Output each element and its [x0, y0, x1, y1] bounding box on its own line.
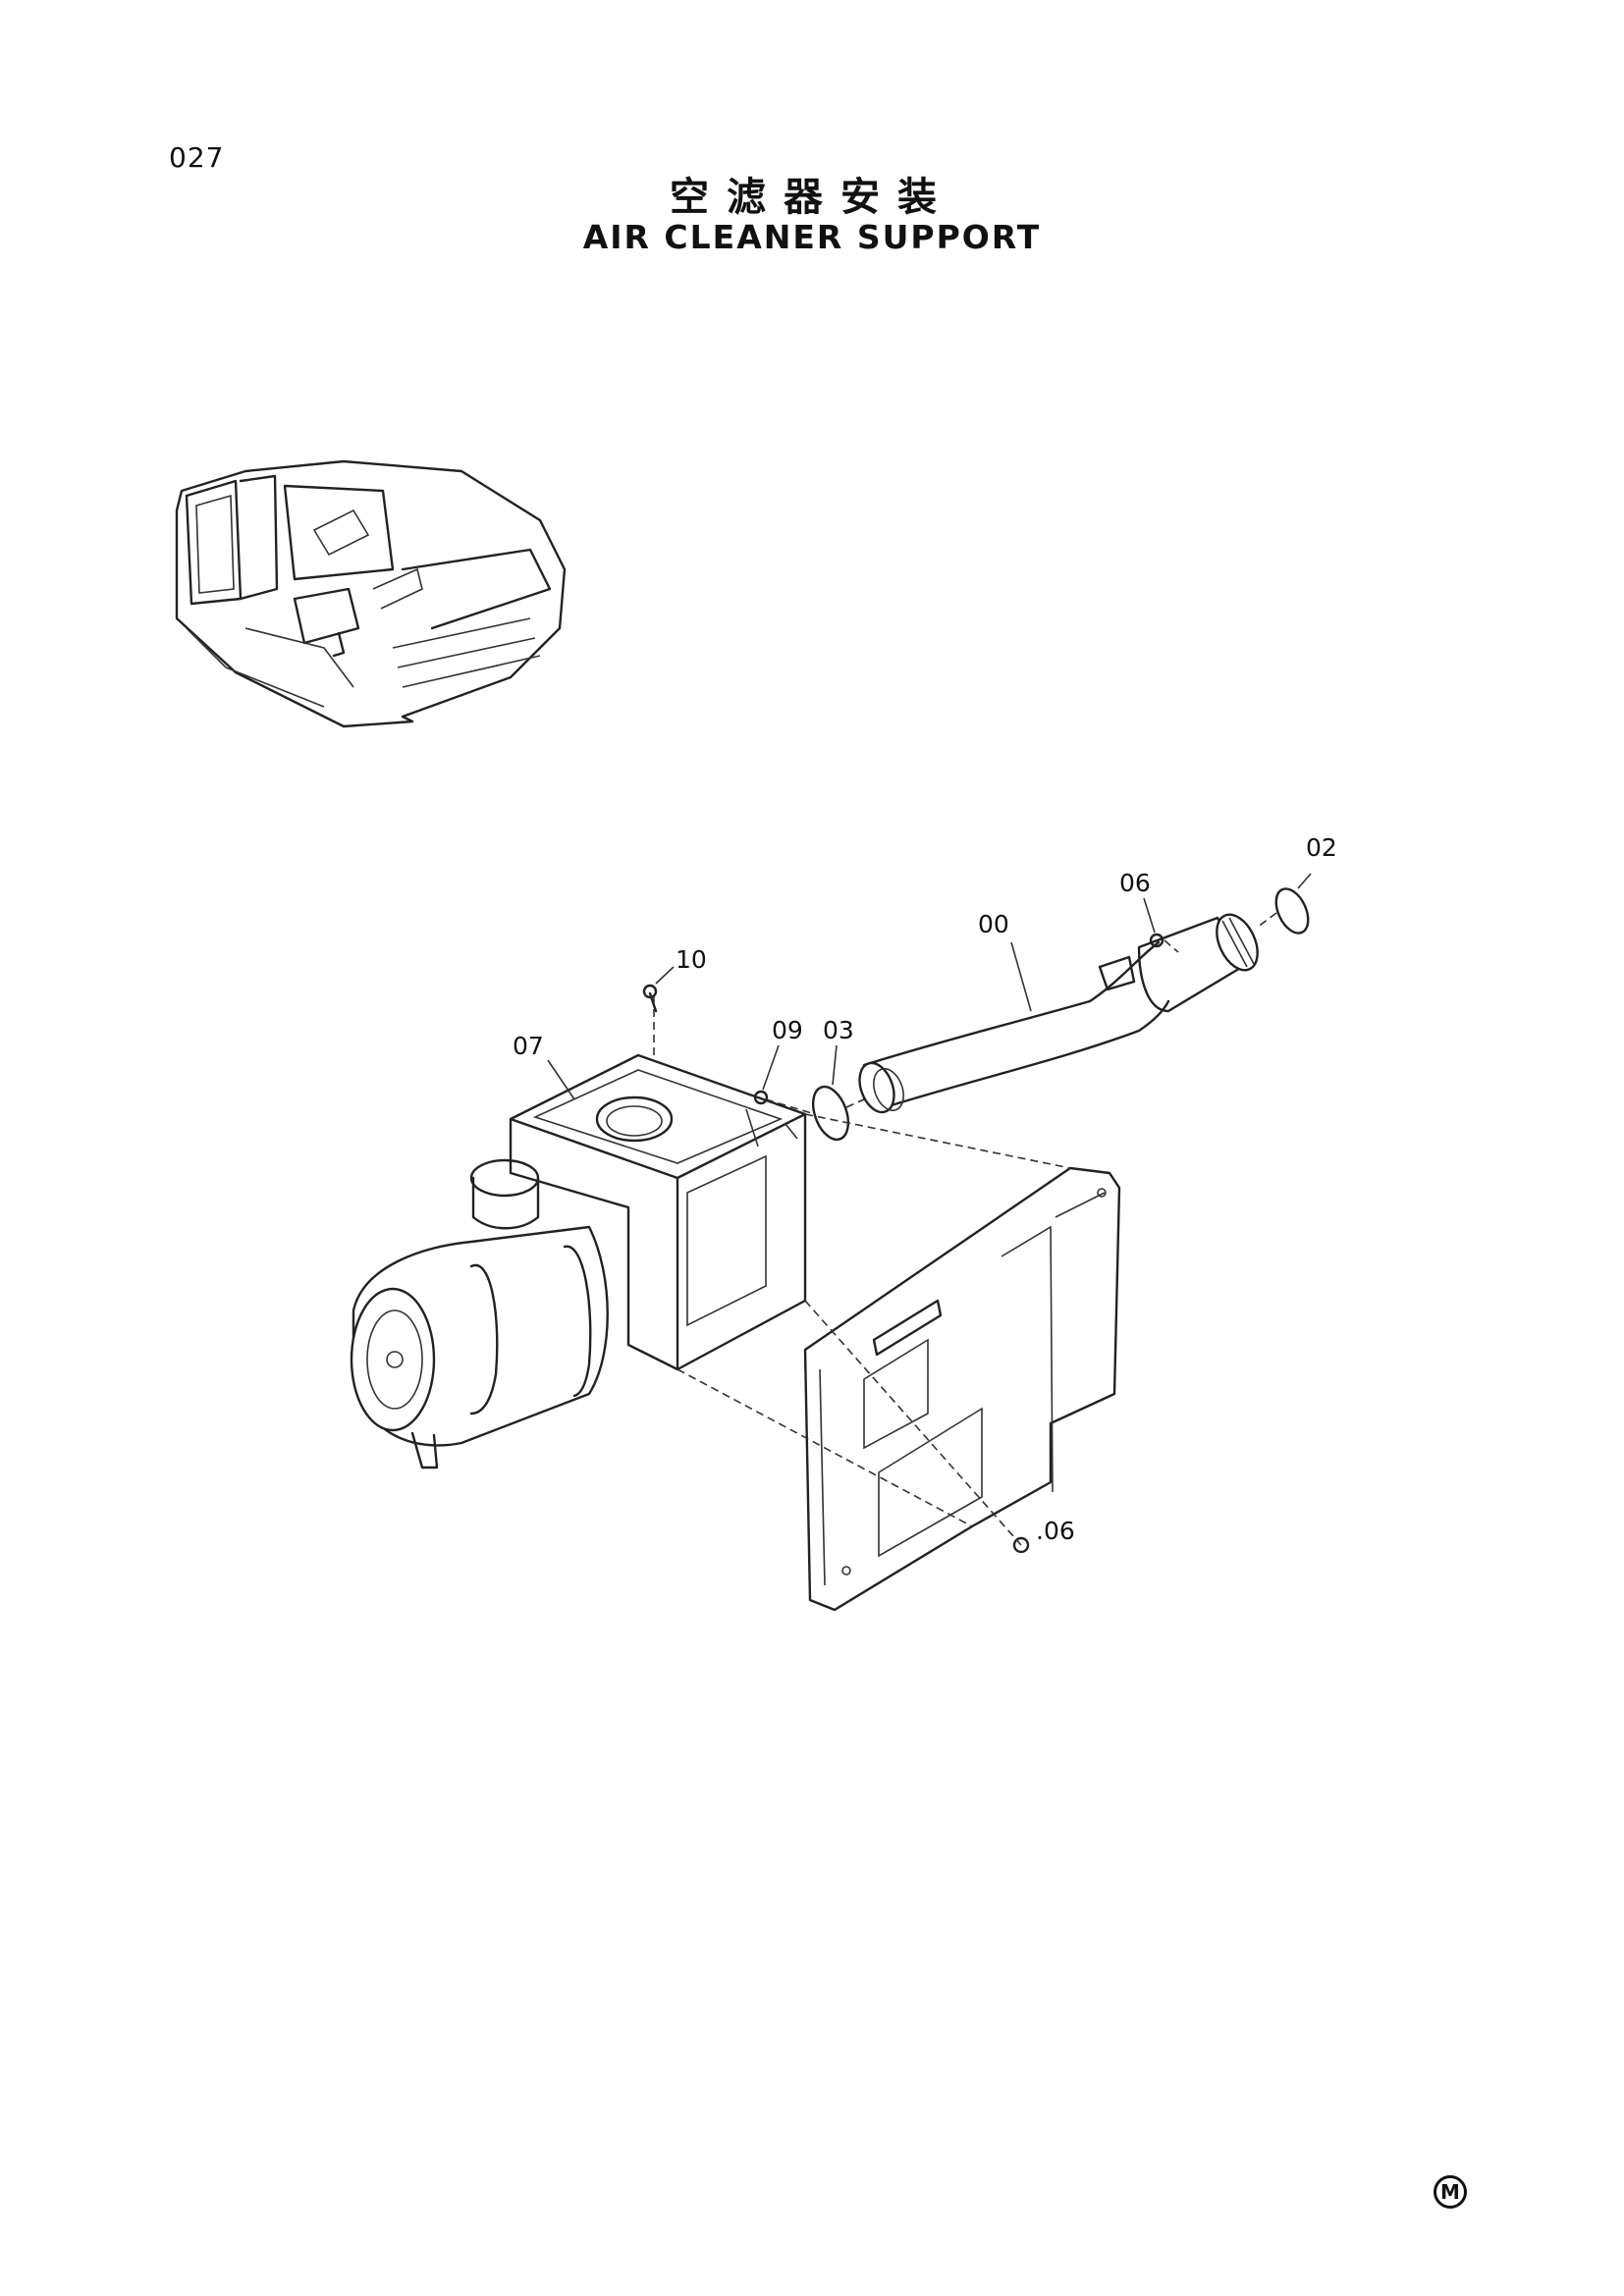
title-chinese: 空滤器安装 — [670, 175, 954, 220]
callout-06-top: 06 — [1119, 869, 1151, 897]
callout-07: 07 — [513, 1032, 544, 1060]
callout-00: 00 — [978, 910, 1009, 938]
m-circle-mark: M — [1434, 2175, 1467, 2209]
title-english: AIR CLEANER SUPPORT — [582, 218, 1042, 256]
intake-hose — [858, 913, 1259, 1114]
callout-03: 03 — [823, 1016, 854, 1044]
callout-10: 10 — [676, 945, 707, 974]
assembly-lines — [653, 912, 1277, 1546]
callout-09: 09 — [772, 1016, 803, 1044]
callout-06-bottom: .06 — [1036, 1517, 1075, 1545]
excavator-locator-thumbnail — [175, 459, 567, 728]
hose-clamps — [811, 887, 1310, 1142]
leader-lines — [547, 873, 1312, 1100]
callout-02: 02 — [1306, 833, 1337, 862]
page-number: 027 — [169, 141, 225, 174]
bolts — [642, 933, 1164, 1554]
air-cleaner-canister — [350, 1158, 609, 1469]
mounting-panel — [803, 1166, 1121, 1612]
